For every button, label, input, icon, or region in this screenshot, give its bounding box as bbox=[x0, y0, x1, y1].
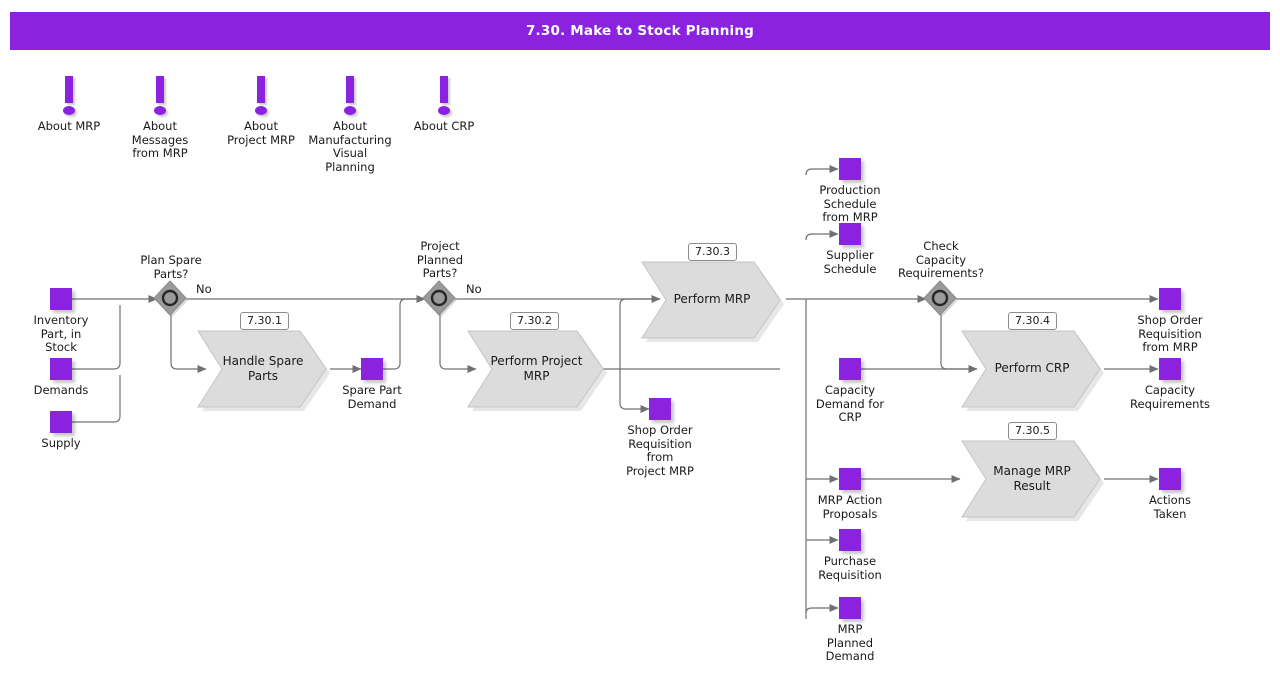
gateway-diamond-icon bbox=[923, 280, 958, 317]
data-object-icon bbox=[649, 398, 671, 420]
process-tag: 7.30.4 bbox=[1008, 312, 1057, 330]
data-object-icon bbox=[361, 358, 383, 380]
data-object-icon bbox=[839, 597, 861, 619]
process-tag: 7.30.2 bbox=[510, 312, 559, 330]
gateway-diamond-icon bbox=[153, 280, 188, 317]
info-marker-about-crp[interactable]: About CRP bbox=[389, 76, 499, 134]
process-chevron-shape bbox=[961, 440, 1104, 521]
data-object-icon bbox=[839, 358, 861, 380]
data-object-icon bbox=[50, 288, 72, 310]
info-marker-about-mrp[interactable]: About MRP bbox=[14, 76, 124, 134]
process-tag: 7.30.5 bbox=[1008, 422, 1057, 440]
edge-label-project-planned-parts-no: No bbox=[466, 282, 482, 296]
exclamation-icon bbox=[251, 76, 271, 116]
data-node-label: Supply bbox=[41, 436, 81, 450]
process-chevron-shape bbox=[641, 261, 784, 342]
process-chevron-shape bbox=[197, 330, 330, 411]
data-object-icon bbox=[839, 158, 861, 180]
edge-label-plan-spare-parts-no: No bbox=[196, 282, 212, 296]
data-object-icon bbox=[50, 411, 72, 433]
process-perform-mrp[interactable]: 7.30.3 Perform MRP bbox=[640, 243, 790, 342]
process-chevron-shape bbox=[467, 330, 607, 411]
exclamation-icon bbox=[150, 76, 170, 116]
data-node-supply[interactable]: Supply bbox=[0, 411, 126, 451]
data-node-demands[interactable]: Demands bbox=[0, 358, 126, 398]
data-object-icon bbox=[1159, 288, 1181, 310]
data-object-icon bbox=[839, 468, 861, 490]
exclamation-icon bbox=[434, 76, 454, 116]
exclamation-icon bbox=[59, 76, 79, 116]
gateway-diamond-icon bbox=[422, 280, 457, 317]
data-object-icon bbox=[839, 223, 861, 245]
process-chevron-shape bbox=[961, 330, 1104, 411]
data-object-icon bbox=[839, 529, 861, 551]
data-object-icon bbox=[1159, 358, 1181, 380]
process-tag: 7.30.3 bbox=[688, 243, 737, 261]
page-title: 7.30. Make to Stock Planning bbox=[525, 23, 755, 39]
process-label: Perform CRP bbox=[994, 361, 1070, 375]
process-perform-crp[interactable]: 7.30.4 Perform CRP bbox=[960, 312, 1110, 411]
exclamation-icon bbox=[340, 76, 360, 116]
process-tag: 7.30.1 bbox=[240, 312, 289, 330]
data-node-label: Demands bbox=[33, 383, 89, 397]
process-label: Perform MRP bbox=[673, 292, 751, 306]
info-marker-label: About MRP bbox=[37, 119, 101, 133]
page-title-bar: 7.30. Make to Stock Planning bbox=[10, 12, 1270, 50]
data-object-icon bbox=[1159, 468, 1181, 490]
info-marker-label: About CRP bbox=[413, 119, 475, 133]
data-object-icon bbox=[50, 358, 72, 380]
